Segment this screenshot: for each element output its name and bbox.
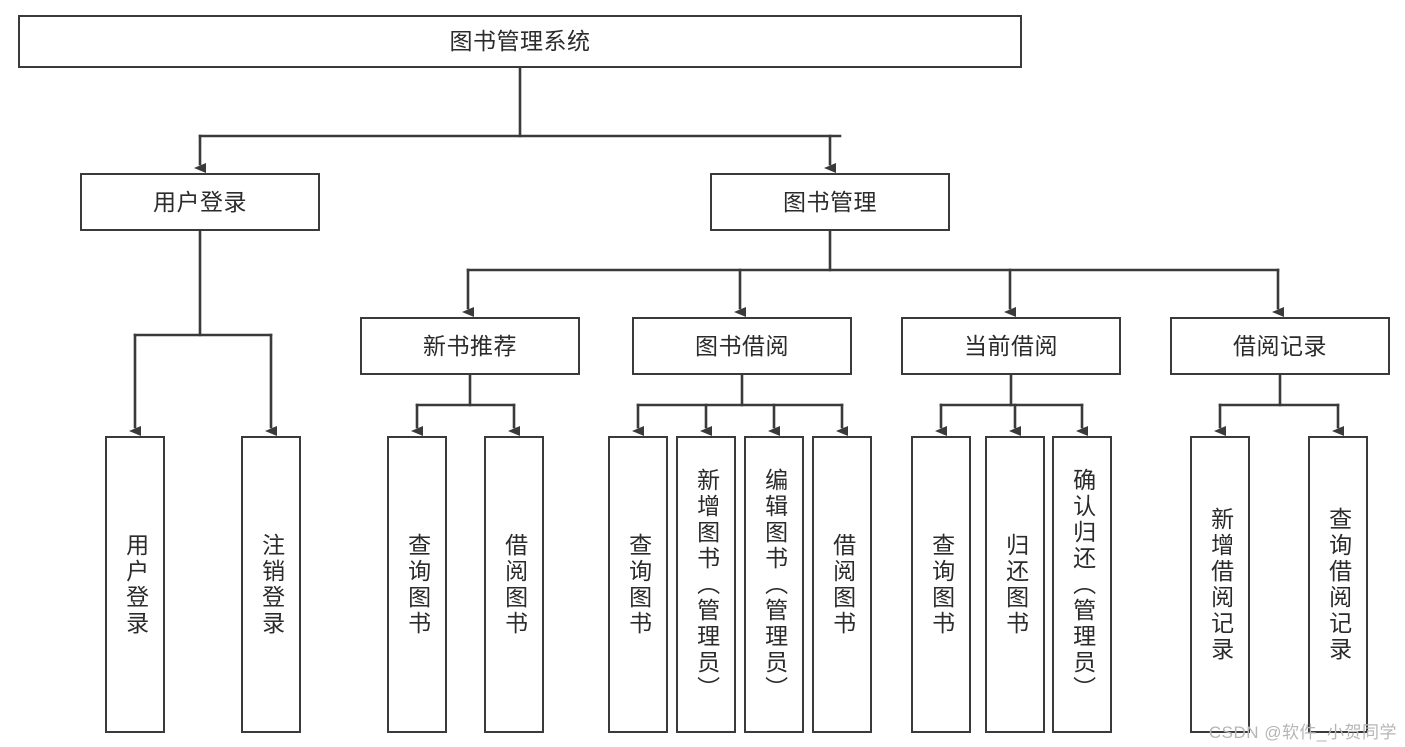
csdn-watermark: CSDN @软件_小贺同学	[1208, 723, 1397, 742]
node-leaf-edit-book-admin[interactable]: 编辑图书（管理员）	[744, 436, 804, 733]
node-leaf-label: 查询借阅记录	[1325, 506, 1352, 663]
node-leaf-query-borrow-record[interactable]: 查询借阅记录	[1308, 436, 1368, 733]
node-leaf-add-borrow-record[interactable]: 新增借阅记录	[1190, 436, 1250, 733]
node-leaf-return-book[interactable]: 归还图书	[985, 436, 1045, 733]
node-leaf-label: 借阅图书	[829, 532, 856, 637]
node-user-login[interactable]: 用户登录	[80, 173, 320, 231]
node-leaf-label: 借阅图书	[501, 532, 528, 637]
node-current-borrow[interactable]: 当前借阅	[901, 317, 1121, 375]
node-leaf-label: 确认归还（管理员）	[1069, 467, 1096, 702]
node-leaf-query-book-new[interactable]: 查询图书	[387, 436, 447, 733]
node-root-label: 图书管理系统	[449, 28, 591, 55]
node-book-borrow-label: 图书借阅	[695, 332, 789, 359]
node-leaf-label: 编辑图书（管理员）	[761, 467, 788, 702]
node-new-book-recommend-label: 新书推荐	[423, 332, 517, 359]
node-current-borrow-label: 当前借阅	[964, 332, 1058, 359]
node-book-manage[interactable]: 图书管理	[710, 173, 950, 231]
node-leaf-label: 新增图书（管理员）	[693, 467, 720, 702]
node-leaf-label: 查询图书	[625, 532, 652, 637]
node-book-manage-label: 图书管理	[783, 188, 877, 215]
node-root-system[interactable]: 图书管理系统	[18, 15, 1022, 68]
node-leaf-label: 查询图书	[928, 532, 955, 637]
node-leaf-label: 用户登录	[122, 532, 149, 637]
node-leaf-user-login[interactable]: 用户登录	[105, 436, 165, 733]
node-leaf-label: 归还图书	[1002, 532, 1029, 637]
node-leaf-confirm-return[interactable]: 确认归还（管理员）	[1052, 436, 1112, 733]
node-book-borrow[interactable]: 图书借阅	[632, 317, 852, 375]
node-user-login-label: 用户登录	[153, 188, 247, 215]
node-leaf-add-book-admin[interactable]: 新增图书（管理员）	[676, 436, 736, 733]
node-leaf-label: 新增借阅记录	[1207, 506, 1234, 663]
node-leaf-label: 注销登录	[258, 532, 285, 637]
node-leaf-borrow-book-new[interactable]: 借阅图书	[484, 436, 544, 733]
node-leaf-label: 查询图书	[404, 532, 431, 637]
node-borrow-record[interactable]: 借阅记录	[1170, 317, 1390, 375]
node-new-book-recommend[interactable]: 新书推荐	[360, 317, 580, 375]
node-leaf-query-book-borrow[interactable]: 查询图书	[608, 436, 668, 733]
node-borrow-record-label: 借阅记录	[1233, 332, 1327, 359]
node-leaf-query-book-current[interactable]: 查询图书	[911, 436, 971, 733]
node-leaf-borrow-book-borrow[interactable]: 借阅图书	[812, 436, 872, 733]
node-leaf-user-logout[interactable]: 注销登录	[241, 436, 301, 733]
